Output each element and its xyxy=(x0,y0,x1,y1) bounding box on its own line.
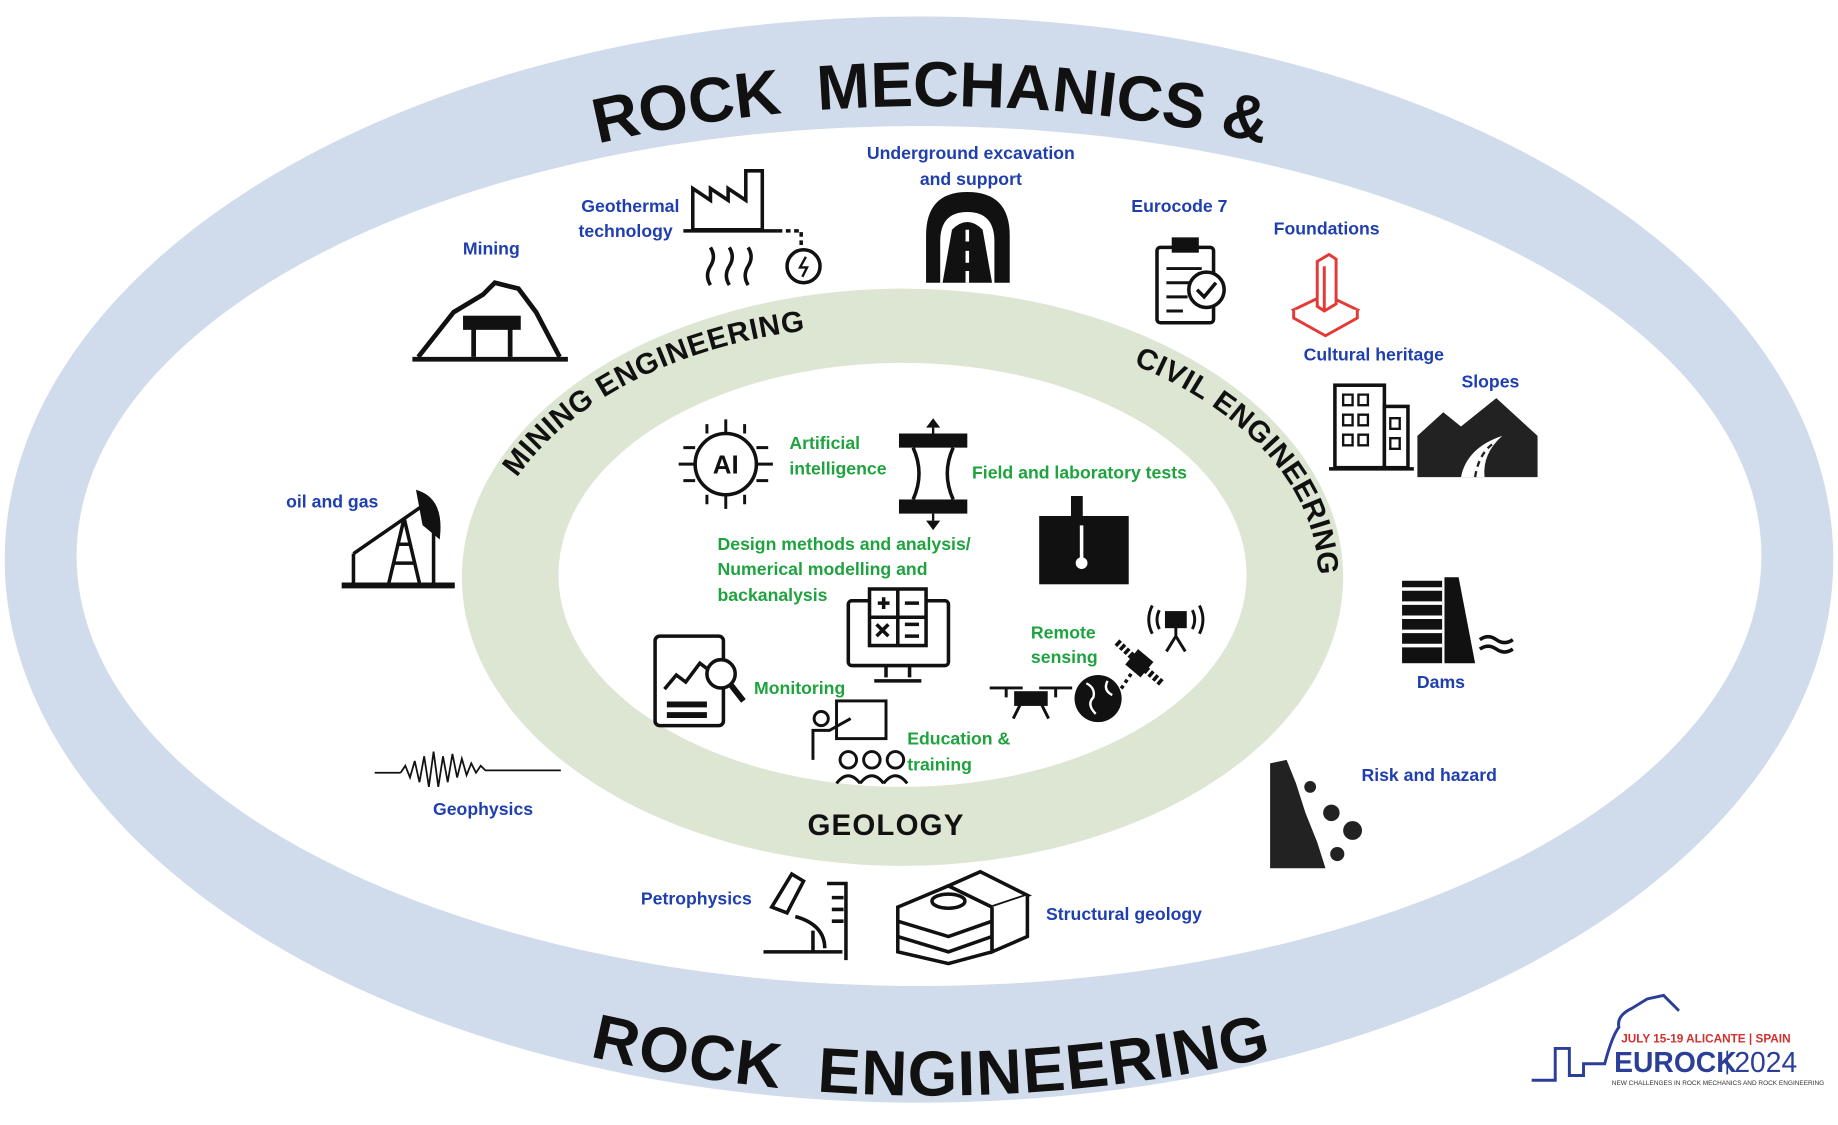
label-education: Education &training xyxy=(907,729,1010,775)
rock-strata-icon xyxy=(896,869,1033,966)
ai-brain-icon: AI xyxy=(678,419,773,509)
seismic-wave-icon xyxy=(374,751,561,788)
microscope-icon xyxy=(763,871,848,961)
logo-tagline: NEW CHALLENGES IN ROCK MECHANICS AND ROC… xyxy=(1612,1080,1824,1087)
monitoring-chart-icon xyxy=(653,634,746,728)
label-design: Design methods and analysis/Numerical mo… xyxy=(718,534,971,605)
foundation-icon xyxy=(1290,252,1361,338)
drone-icon xyxy=(989,686,1073,720)
mine-entrance-icon xyxy=(412,280,568,362)
ring-label-geology: GEOLOGY xyxy=(807,809,964,842)
ai-mark: AI xyxy=(713,452,739,480)
label-geophysics: Geophysics xyxy=(433,799,533,819)
rockfall-icon xyxy=(1270,759,1363,869)
oil-pump-jack-icon xyxy=(341,489,455,589)
factory-icon xyxy=(683,169,822,287)
label-dams: Dams xyxy=(1417,672,1465,692)
mountain-road-icon xyxy=(1417,398,1538,478)
label-oil-gas: oil and gas xyxy=(286,492,378,512)
logo-year: 2024 xyxy=(1734,1046,1797,1078)
calculator-computer-icon xyxy=(846,587,951,683)
label-structural-geology: Structural geology xyxy=(1046,904,1202,924)
label-eurocode: Eurocode 7 xyxy=(1131,196,1227,216)
compression-test-icon xyxy=(898,418,968,531)
logo-name: EUROCK xyxy=(1614,1046,1737,1078)
satellite-icon xyxy=(1114,639,1165,697)
label-petrophysics: Petrophysics xyxy=(641,889,752,909)
label-mining: Mining xyxy=(463,238,520,258)
eurock-logo: JULY 15-19 ALICANTE | SPAIN EUROCK 2024 … xyxy=(1531,993,1824,1087)
teacher-class-icon xyxy=(811,699,909,785)
label-slopes: Slopes xyxy=(1461,372,1519,392)
borehole-sensor-icon xyxy=(1039,495,1129,585)
label-field-lab: Field and laboratory tests xyxy=(972,462,1187,482)
radar-station-icon xyxy=(1147,604,1205,653)
label-cultural-heritage: Cultural heritage xyxy=(1304,344,1444,364)
logo-dates: JULY 15-19 ALICANTE | SPAIN xyxy=(1621,1033,1790,1046)
label-monitoring: Monitoring xyxy=(754,678,845,698)
globe-icon xyxy=(1074,675,1122,723)
clipboard-check-icon xyxy=(1155,237,1226,325)
label-risk: Risk and hazard xyxy=(1361,765,1496,785)
building-icon xyxy=(1329,383,1414,471)
tunnel-icon xyxy=(926,192,1010,283)
label-foundations: Foundations xyxy=(1274,218,1380,238)
dam-icon xyxy=(1402,577,1514,664)
